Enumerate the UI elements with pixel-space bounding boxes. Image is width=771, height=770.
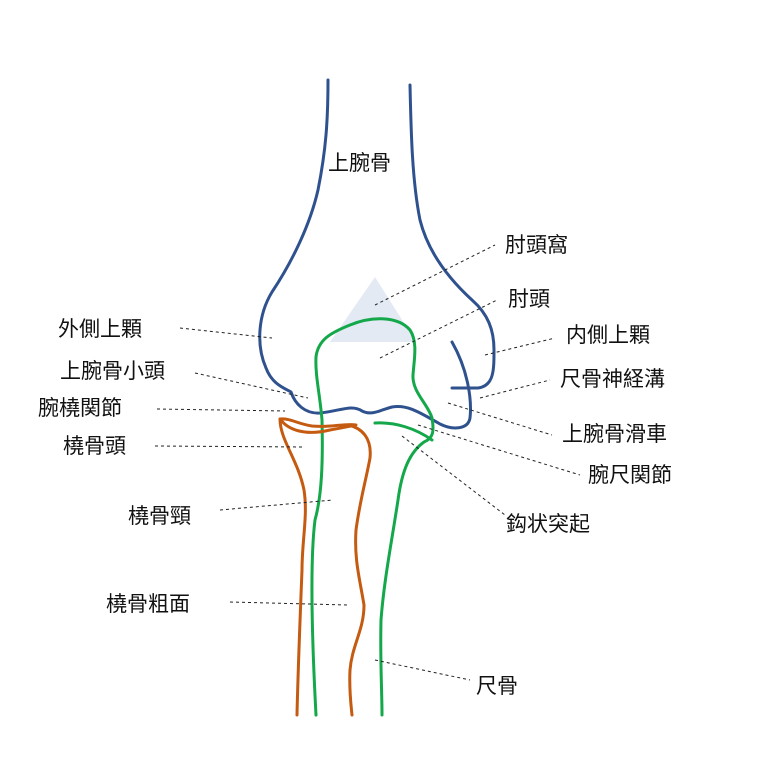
radius-head-top xyxy=(278,417,358,434)
label-ulnar-nerve-groove: 尺骨神経溝 xyxy=(560,367,665,391)
label-coronoid-process: 鈎状突起 xyxy=(506,512,590,536)
label-medial-epicondyle: 内側上顆 xyxy=(566,323,650,347)
label-humerus: 上腕骨 xyxy=(328,151,391,175)
olecranon-fossa-triangle xyxy=(330,277,416,342)
label-humeroradial-joint: 腕橈関節 xyxy=(38,396,122,420)
radius-outline-left xyxy=(278,417,307,717)
label-humeroulnar-joint: 腕尺関節 xyxy=(588,463,672,487)
coronoid-line xyxy=(373,421,434,442)
label-capitulum: 上腕骨小頭 xyxy=(60,359,165,383)
humerus-right-outline xyxy=(408,83,496,390)
label-trochlea: 上腕骨滑車 xyxy=(562,422,667,446)
label-radial-head: 橈骨頭 xyxy=(63,434,126,458)
leader-lines xyxy=(154,244,581,681)
label-radial-neck: 橈骨頸 xyxy=(128,504,191,528)
label-olecranon: 肘頭 xyxy=(508,287,550,311)
label-ulna: 尺骨 xyxy=(476,674,518,698)
label-lateral-epicondyle: 外側上顆 xyxy=(58,317,142,341)
humerus-left-outline xyxy=(258,78,472,430)
radius-outline-right xyxy=(346,423,372,717)
ulna-outline-right xyxy=(314,317,435,717)
ulna-outline-left xyxy=(310,355,324,717)
label-olecranon-fossa: 肘頭窩 xyxy=(505,233,568,257)
label-radial-tuberosity: 橈骨粗面 xyxy=(106,592,190,616)
